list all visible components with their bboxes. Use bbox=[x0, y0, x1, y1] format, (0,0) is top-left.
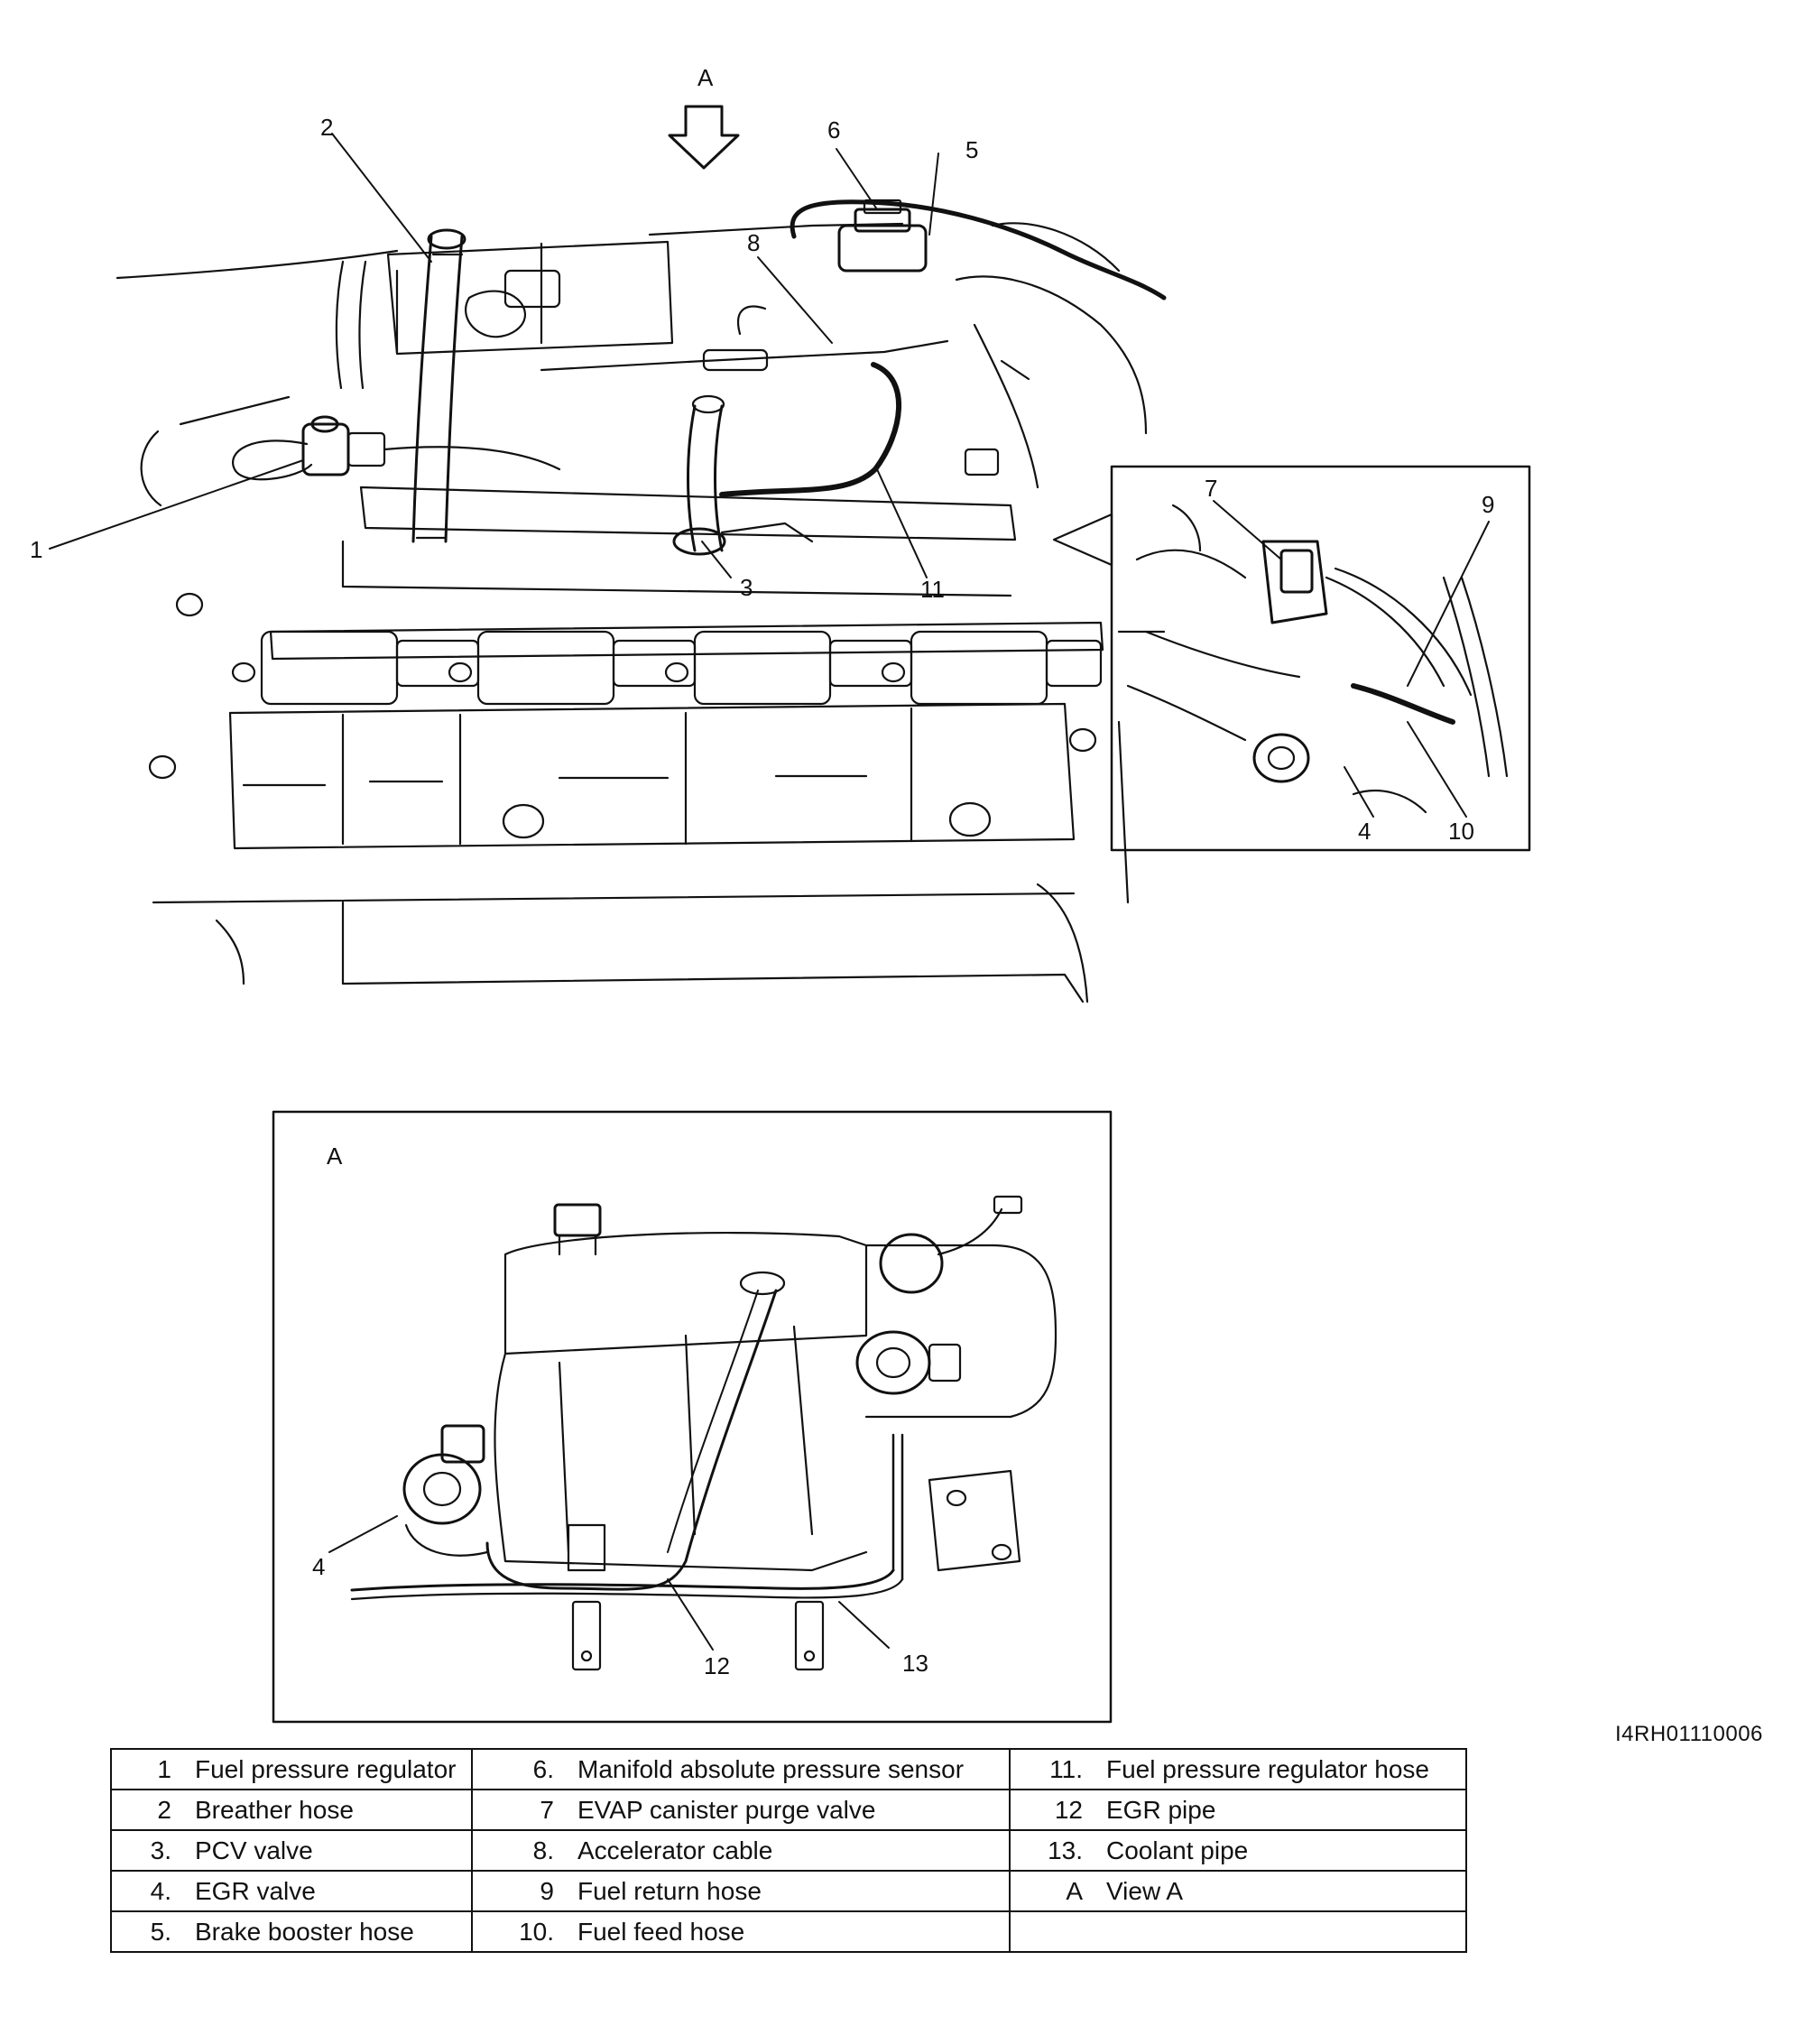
view-a-box bbox=[272, 1110, 1113, 1724]
legend-text: EVAP canister purge valve bbox=[561, 1789, 1011, 1831]
callout-1: 1 bbox=[30, 536, 42, 563]
legend-text: Brake booster hose bbox=[179, 1910, 473, 1953]
legend-text: Fuel pressure regulator bbox=[179, 1748, 473, 1790]
callout-10: 10 bbox=[1448, 818, 1474, 845]
callout-4-view-a: 4 bbox=[312, 1553, 325, 1580]
legend-number: 2 bbox=[110, 1789, 179, 1831]
callout-12: 12 bbox=[704, 1652, 730, 1679]
legend-number: 11. bbox=[1009, 1748, 1090, 1790]
legend-number: 3. bbox=[110, 1829, 179, 1872]
legend-number: 9 bbox=[471, 1870, 561, 1912]
legend-text: EGR pipe bbox=[1090, 1789, 1467, 1831]
view-a-marker: A bbox=[697, 64, 714, 91]
legend-text: PCV valve bbox=[179, 1829, 473, 1872]
engine-top-view bbox=[115, 199, 1167, 1004]
callout-5: 5 bbox=[965, 136, 978, 163]
legend-number: 4. bbox=[110, 1870, 179, 1912]
legend-number: 8. bbox=[471, 1829, 561, 1872]
legend-text: Fuel return hose bbox=[561, 1870, 1011, 1912]
legend-text: Accelerator cable bbox=[561, 1829, 1011, 1872]
legend-number: 7 bbox=[471, 1789, 561, 1831]
figure-code: I4RH01110006 bbox=[1615, 1722, 1763, 1746]
legend-number: 6. bbox=[471, 1748, 561, 1790]
legend-number: 12 bbox=[1009, 1789, 1090, 1831]
callout-4-inset: 4 bbox=[1358, 818, 1371, 845]
legend-text: Breather hose bbox=[179, 1789, 473, 1831]
callout-9: 9 bbox=[1482, 491, 1494, 518]
legend-number: A bbox=[1009, 1870, 1090, 1912]
view-a-arrow bbox=[668, 105, 740, 170]
legend-text: Coolant pipe bbox=[1090, 1829, 1467, 1872]
legend-text: Manifold absolute pressure sensor bbox=[561, 1748, 1011, 1790]
callout-3: 3 bbox=[740, 574, 753, 601]
legend-number bbox=[1009, 1910, 1090, 1953]
callout-11: 11 bbox=[920, 576, 945, 603]
legend-number: 13. bbox=[1009, 1829, 1090, 1872]
legend-text: View A bbox=[1090, 1870, 1467, 1912]
legend-text: Fuel pressure regulator hose bbox=[1090, 1748, 1467, 1790]
callout-2: 2 bbox=[320, 114, 333, 141]
view-a-box-label: A bbox=[327, 1142, 343, 1170]
callout-8: 8 bbox=[747, 229, 760, 256]
inset-detail bbox=[1110, 465, 1531, 852]
callout-7: 7 bbox=[1205, 475, 1217, 502]
callout-6: 6 bbox=[827, 116, 840, 143]
legend-number: 5. bbox=[110, 1910, 179, 1953]
legend-number: 10. bbox=[471, 1910, 561, 1953]
leader-lines bbox=[49, 133, 1490, 1651]
legend-number: 1 bbox=[110, 1748, 179, 1790]
legend-text bbox=[1090, 1910, 1467, 1953]
legend-text: Fuel feed hose bbox=[561, 1910, 1011, 1953]
callout-13: 13 bbox=[902, 1650, 928, 1677]
legend-text: EGR valve bbox=[179, 1870, 473, 1912]
callout-labels: 1 2 3 4 5 6 7 8 9 10 11 12 13 4 A A bbox=[30, 64, 1494, 1679]
